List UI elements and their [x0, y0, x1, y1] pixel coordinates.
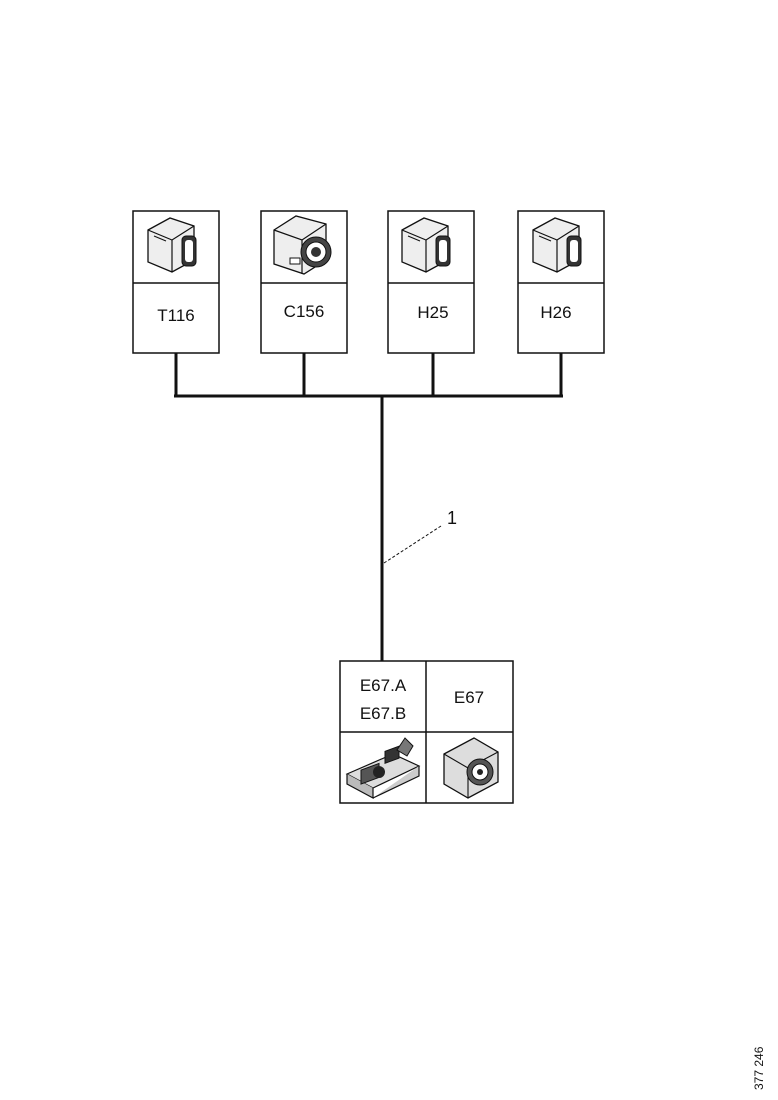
- callout-leader: 1: [383, 508, 457, 564]
- connector-round-socket-icon: [273, 215, 332, 275]
- connector-box-c156: C156: [260, 210, 348, 354]
- connector-label-c156: C156: [284, 302, 325, 321]
- connector-box-h26: H26: [517, 210, 605, 354]
- module-label-e67b: E67.B: [360, 704, 406, 723]
- connector-plug-icon: [401, 217, 451, 273]
- connector-label-h26: H26: [540, 303, 571, 322]
- callout-number: 1: [447, 508, 457, 528]
- document-number: 377 246: [752, 1046, 766, 1090]
- module-label-e67: E67: [454, 688, 484, 707]
- control-unit-board-icon: [345, 737, 421, 800]
- module-label-e67a: E67.A: [360, 676, 407, 695]
- connector-socket-icon: [443, 737, 499, 799]
- connector-box-h25: H25: [387, 210, 475, 354]
- connector-label-h25: H25: [417, 303, 448, 322]
- connector-label-t116: T116: [157, 306, 195, 325]
- connector-plug-icon: [532, 217, 582, 273]
- connector-box-t116: T116: [132, 210, 220, 354]
- connector-plug-icon: [147, 217, 197, 273]
- wiring-harness: [174, 353, 563, 661]
- module-box-e67: E67.A E67.B E67: [339, 660, 514, 804]
